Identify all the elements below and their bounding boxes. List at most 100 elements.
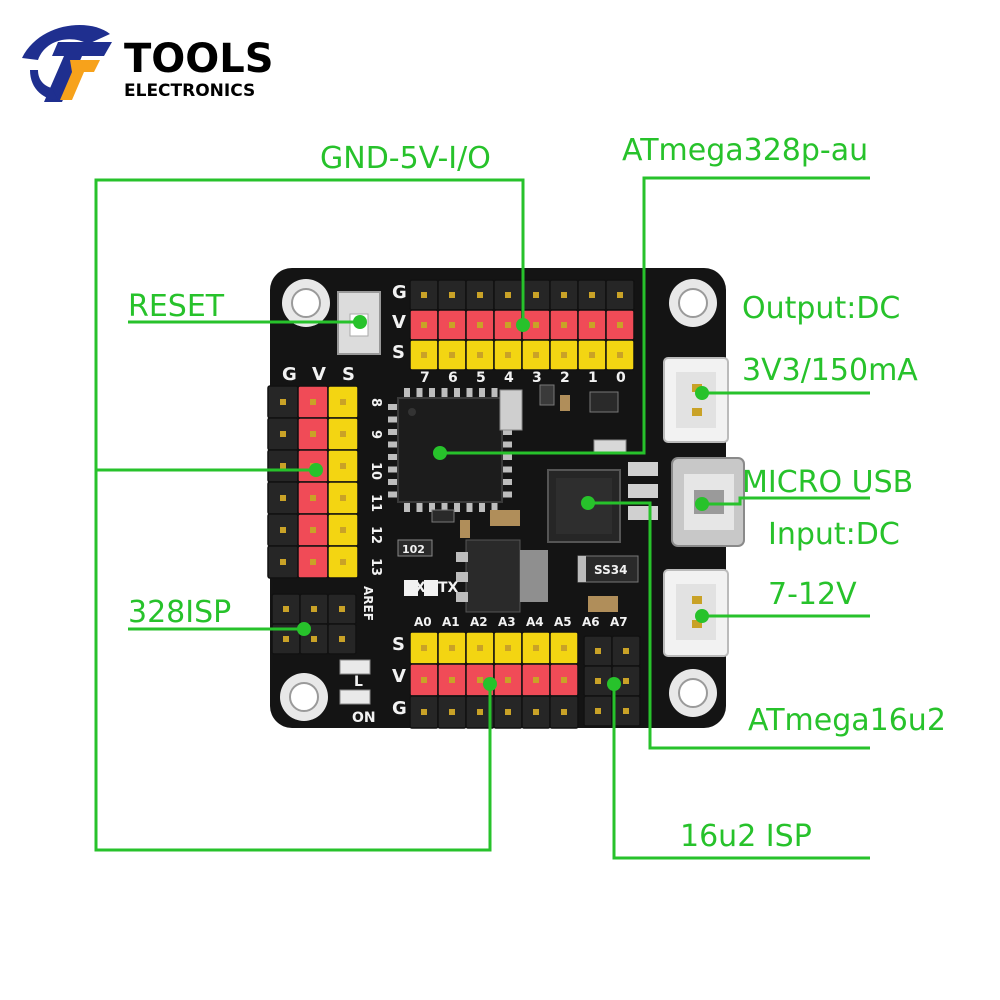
callout-lines [94,176,870,860]
silk-bottom-s: S [392,634,405,655]
label-output-dc: Output:DC [742,291,900,326]
silk-top-g: G [392,282,407,303]
silk-left-v: V [312,364,326,385]
left-pin-g-3 [267,481,299,515]
brand-subtitle: ELECTRONICS [124,81,255,101]
left-pin-v-4 [297,513,329,547]
left-pin-g-4 [267,513,299,547]
silk-bottom-pin: A4 [526,615,544,629]
silk-left-pin: 9 [368,430,383,439]
left-pin-s-4 [327,513,359,547]
label-atmega16u2: ATmega16u2 [748,703,946,738]
silk-l: L [354,674,363,690]
top-pin-g-5 [549,279,579,311]
silk-left-pin: 10 [368,462,383,480]
mounting-hole-bottom-right [669,669,717,717]
top-pin-s-7 [605,339,635,371]
tools-logo-icon [22,25,112,102]
top-pin-s-0 [409,339,439,371]
brand-name: TOOLS [124,36,274,82]
top-pin-s-2 [465,339,495,371]
top-pin-s-4 [521,339,551,371]
bottom-pin-g-1 [437,695,467,729]
bottom-pin-g-0 [409,695,439,729]
isp328-header [271,593,357,655]
top-pin-s-3 [493,339,523,371]
isp328-pin-0-2 [327,593,357,625]
top-pin-v-7 [605,309,635,341]
silk-bottom-pin: A7 [610,615,628,629]
top-pin-v-1 [437,309,467,341]
label-16u2-isp: 16u2 ISP [680,819,812,854]
top-pin-g-6 [577,279,607,311]
isp16u2-pin-0-0 [583,635,613,667]
atmega16u2-leader [588,501,870,750]
diode-ss34 [577,555,639,583]
top-pin-g-4 [521,279,551,311]
silk-top-pin: 2 [560,370,570,386]
isp16u2-pin-2-0 [583,695,613,727]
label-gnd-5v-io: GND-5V-I/O [320,141,491,176]
output-dc-connector [663,357,729,443]
left-pin-v-1 [297,417,329,451]
label-input-dc: Input:DC [768,517,900,552]
silk-aref: AREF [361,586,375,621]
bottom-pin-header [409,631,579,729]
silk-bottom-pin: A1 [442,615,460,629]
top-pin-v-6 [577,309,607,341]
silk-on: ON [352,710,376,726]
top-pin-s-5 [549,339,579,371]
top-pin-header [409,279,635,371]
top-pin-g-0 [409,279,439,311]
top-pin-v-5 [549,309,579,341]
bottom-pin-s-0 [409,631,439,665]
mounting-hole-top-left [282,279,330,327]
isp328-pin-1-2 [327,623,357,655]
crystal [499,389,523,431]
left-pin-v-3 [297,481,329,515]
left-pin-g-0 [267,385,299,419]
silk-left-s: S [342,364,355,385]
bottom-pin-s-5 [549,631,579,665]
silk-top-s: S [392,342,405,363]
silk-top-v: V [392,312,406,333]
silk-rx: RX [404,580,426,596]
bottom-pin-g-5 [549,695,579,729]
top-pin-g-2 [465,279,495,311]
mounting-hole-top-right [669,279,717,327]
bottom-pin-g-3 [493,695,523,729]
left-pin-s-1 [327,417,359,451]
atmega328p-leader [440,176,870,455]
left-pin-s-0 [327,385,359,419]
bottom-pin-v-3 [493,663,523,697]
silk-top-pin: 6 [448,370,458,386]
silk-top-pin: 4 [504,370,514,386]
isp16u2-pin-2-1 [611,695,641,727]
bottom-pin-g-4 [521,695,551,729]
left-pin-g-2 [267,449,299,483]
voltage-regulator [456,539,548,613]
silk-left-pin: 8 [368,398,383,407]
silk-top-pin: 1 [588,370,598,386]
left-pin-s-2 [327,449,359,483]
left-pin-s-5 [327,545,359,579]
bottom-pin-s-1 [437,631,467,665]
top-pin-v-2 [465,309,495,341]
top-pin-s-1 [437,339,467,371]
isp328-pin-1-0 [271,623,301,655]
silk-bottom-pin: A3 [498,615,516,629]
silk-left-g: G [282,364,297,385]
bottom-pin-v-4 [521,663,551,697]
isp16u2-header [583,635,641,727]
top-pin-s-6 [577,339,607,371]
silk-bottom-g: G [392,698,407,719]
top-pin-v-0 [409,309,439,341]
silk-top-pin: 5 [476,370,486,386]
silk-top-pin: 3 [532,370,542,386]
left-pin-s-3 [327,481,359,515]
mounting-hole-bottom-left [280,673,328,721]
silk-bottom-pin: A0 [414,615,432,629]
top-pin-g-7 [605,279,635,311]
callout-labels: GND-5V-I/O ATmega328p-au RESET Output:DC… [128,133,946,854]
